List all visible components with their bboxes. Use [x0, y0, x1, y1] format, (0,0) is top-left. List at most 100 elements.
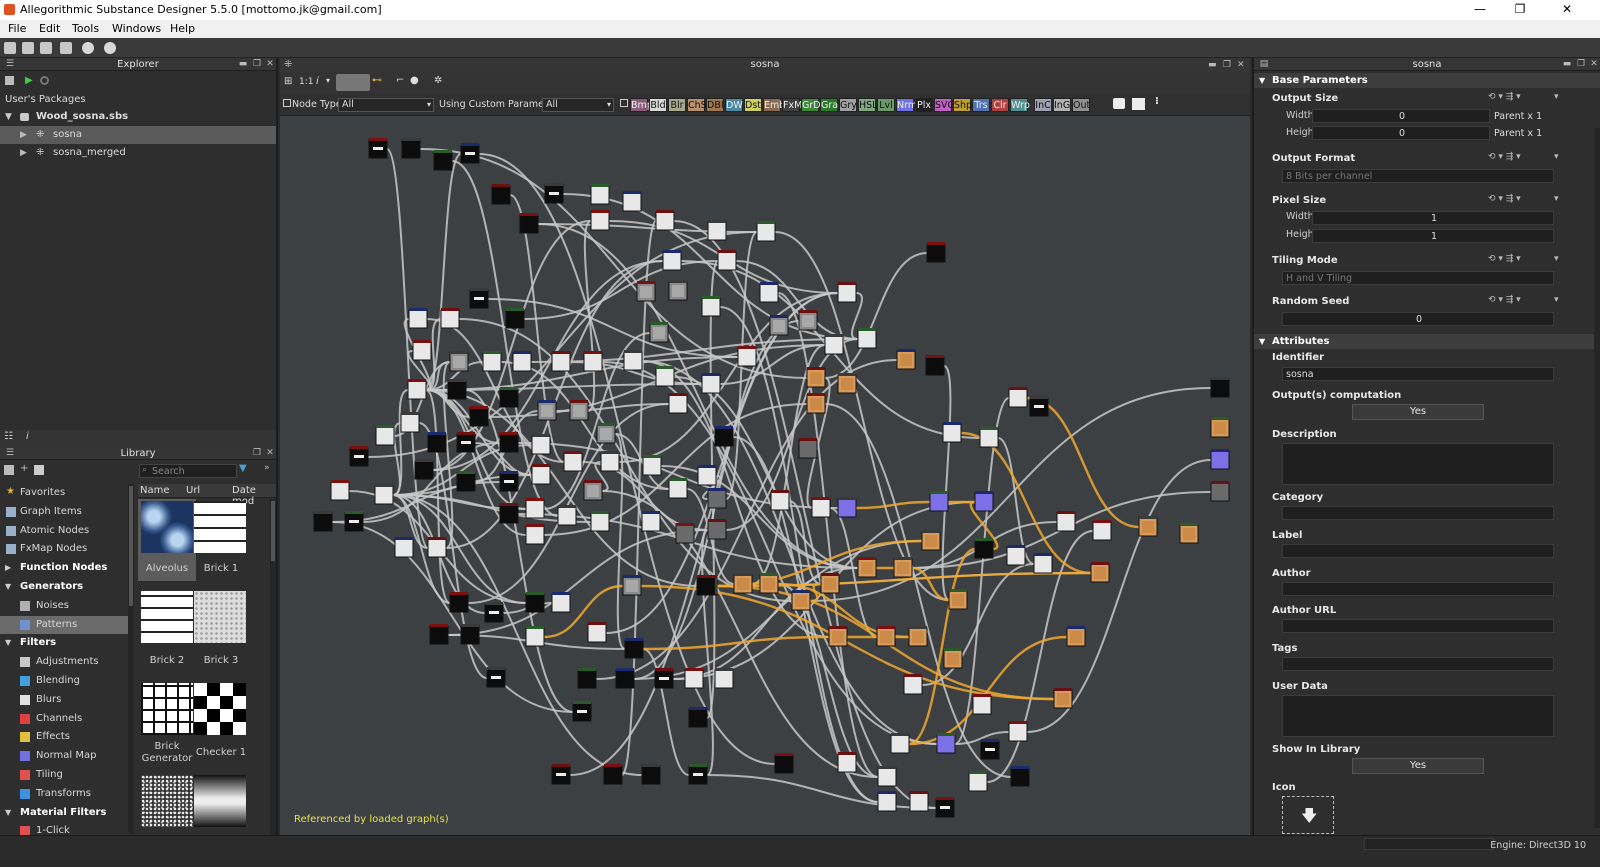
filter-enable-checkbox[interactable] [620, 99, 628, 107]
graph-node[interactable] [344, 511, 364, 532]
graph-node[interactable] [701, 373, 721, 394]
expand-arrow-icon[interactable]: ▼ [5, 807, 12, 817]
graph-row-sosna[interactable]: ▶ ⁜ sosna [0, 126, 276, 144]
graph-node[interactable] [649, 322, 669, 343]
graph-node[interactable] [688, 707, 708, 728]
graph-node[interactable] [1053, 688, 1073, 709]
graph-node[interactable] [811, 497, 831, 518]
graph-node[interactable] [806, 393, 826, 414]
graph-node[interactable] [512, 351, 532, 372]
graph-node[interactable] [1010, 766, 1030, 787]
graph-node[interactable] [456, 432, 476, 453]
graph-node[interactable] [1090, 562, 1110, 583]
info-icon[interactable]: i [26, 431, 29, 442]
new-icon[interactable] [5, 76, 14, 85]
graph-node[interactable] [903, 674, 923, 695]
graph-node[interactable] [979, 427, 999, 448]
graph-node[interactable] [641, 511, 661, 532]
thumbnail-brick-generator[interactable]: Brick Generator [138, 681, 196, 771]
graph-node[interactable] [531, 464, 551, 485]
param-menu-arrow-icon[interactable]: ▾ [1554, 254, 1559, 264]
tags-input[interactable] [1282, 657, 1554, 671]
graph-node[interactable] [684, 668, 704, 689]
graph-node[interactable] [1029, 396, 1049, 417]
graph-node[interactable] [798, 438, 818, 459]
graph-node[interactable] [590, 184, 610, 205]
graph-node[interactable] [368, 138, 388, 159]
graph-node[interactable] [655, 366, 675, 387]
column-url[interactable]: Url [186, 485, 201, 496]
graph-node[interactable] [837, 497, 857, 518]
category-scrollbar[interactable] [128, 484, 134, 834]
expand-arrow-icon[interactable]: ▶ [5, 563, 12, 573]
library-view-icon[interactable] [4, 465, 14, 475]
graph-node[interactable] [688, 764, 708, 785]
thumbnail-alveolus[interactable]: Alveolus [138, 499, 196, 581]
show-in-library-select[interactable]: Yes [1352, 758, 1484, 774]
graph-node[interactable] [675, 523, 695, 544]
play-icon[interactable]: ▶ [25, 75, 33, 86]
pin-icon[interactable]: ▬ [238, 59, 248, 69]
graph-node[interactable] [433, 150, 453, 171]
filter-dst-button[interactable]: Dst [744, 98, 762, 112]
graph-node[interactable] [375, 425, 395, 446]
param-menu-arrow-icon[interactable]: ▾ [1554, 295, 1559, 305]
filter-blr-button[interactable]: Blr [668, 98, 686, 112]
graph-node[interactable] [1210, 449, 1230, 470]
pin-icon[interactable]: ▬ [1562, 59, 1572, 69]
comment-icon[interactable] [1113, 98, 1125, 109]
settings-gear-icon[interactable]: ✲ [434, 75, 443, 86]
graph-node[interactable] [427, 537, 447, 558]
float-icon[interactable]: ❐ [1576, 59, 1586, 69]
graph-node[interactable] [837, 752, 857, 773]
graph-node[interactable] [429, 624, 449, 645]
param-controls-icon[interactable]: ⟲ ▾ ⇶ ▾ [1488, 295, 1521, 305]
graph-node[interactable] [972, 694, 992, 715]
graph-node[interactable] [636, 281, 656, 302]
outputs-computation-select[interactable]: Yes [1352, 404, 1484, 420]
library-category-noises[interactable]: Noises [0, 597, 128, 615]
graph-node[interactable] [774, 753, 794, 774]
library-doc-icon[interactable] [34, 465, 44, 475]
graph-node[interactable] [980, 739, 1000, 760]
output-height-slider[interactable]: 0 [1312, 126, 1490, 140]
thumbnail-brick-2[interactable]: Brick 2 [138, 589, 196, 671]
library-category-generators[interactable]: ▼Generators [0, 578, 128, 596]
menu-file[interactable]: File [8, 22, 27, 35]
graph-node[interactable] [603, 764, 623, 785]
library-category-channels[interactable]: Channels [0, 710, 128, 728]
graph-node[interactable] [469, 288, 489, 309]
graph-node[interactable] [717, 250, 737, 271]
graph-node[interactable] [622, 191, 642, 212]
filter-trs-button[interactable]: Trs [972, 98, 990, 112]
graph-node[interactable] [791, 590, 811, 611]
thumbnail-brick-3[interactable]: Brick 3 [194, 589, 252, 671]
restore-button[interactable]: ❐ [1514, 2, 1526, 16]
graph-node[interactable] [935, 797, 955, 818]
graph-node[interactable] [583, 480, 603, 501]
graph-node[interactable] [537, 400, 557, 421]
graph-node[interactable] [447, 379, 467, 400]
graph-node[interactable] [499, 503, 519, 524]
pixel-width-slider[interactable]: 1 [1312, 211, 1554, 225]
filter-nrm-button[interactable]: Nrm [896, 98, 918, 112]
collapse-arrow-icon[interactable]: ▶ [20, 130, 27, 140]
graph-node[interactable] [707, 519, 727, 540]
library-category-tiling[interactable]: Tiling [0, 766, 128, 784]
link-style-toggle[interactable] [336, 74, 370, 91]
graph-node[interactable] [890, 733, 910, 754]
filter-wrp-button[interactable]: Wrp [1010, 98, 1030, 112]
output-format-select[interactable]: 8 Bits per channel [1282, 169, 1554, 183]
label-input[interactable] [1282, 544, 1554, 558]
collapse-arrow-icon[interactable]: ▶ [20, 148, 27, 158]
filter-plx-button[interactable]: Plx [915, 98, 933, 112]
graph-node[interactable] [1066, 626, 1086, 647]
column-name[interactable]: Name [140, 485, 170, 496]
graph-node[interactable] [569, 400, 589, 421]
properties-scrollbar[interactable] [1594, 128, 1600, 828]
explorer-menu-icon[interactable]: ☰ [5, 59, 15, 69]
graph-node[interactable] [615, 668, 635, 689]
graph-node[interactable] [798, 310, 818, 331]
thumbnail-scrollbar[interactable] [270, 499, 276, 835]
thumbnail-brick-1[interactable]: Brick 1 [194, 499, 252, 581]
